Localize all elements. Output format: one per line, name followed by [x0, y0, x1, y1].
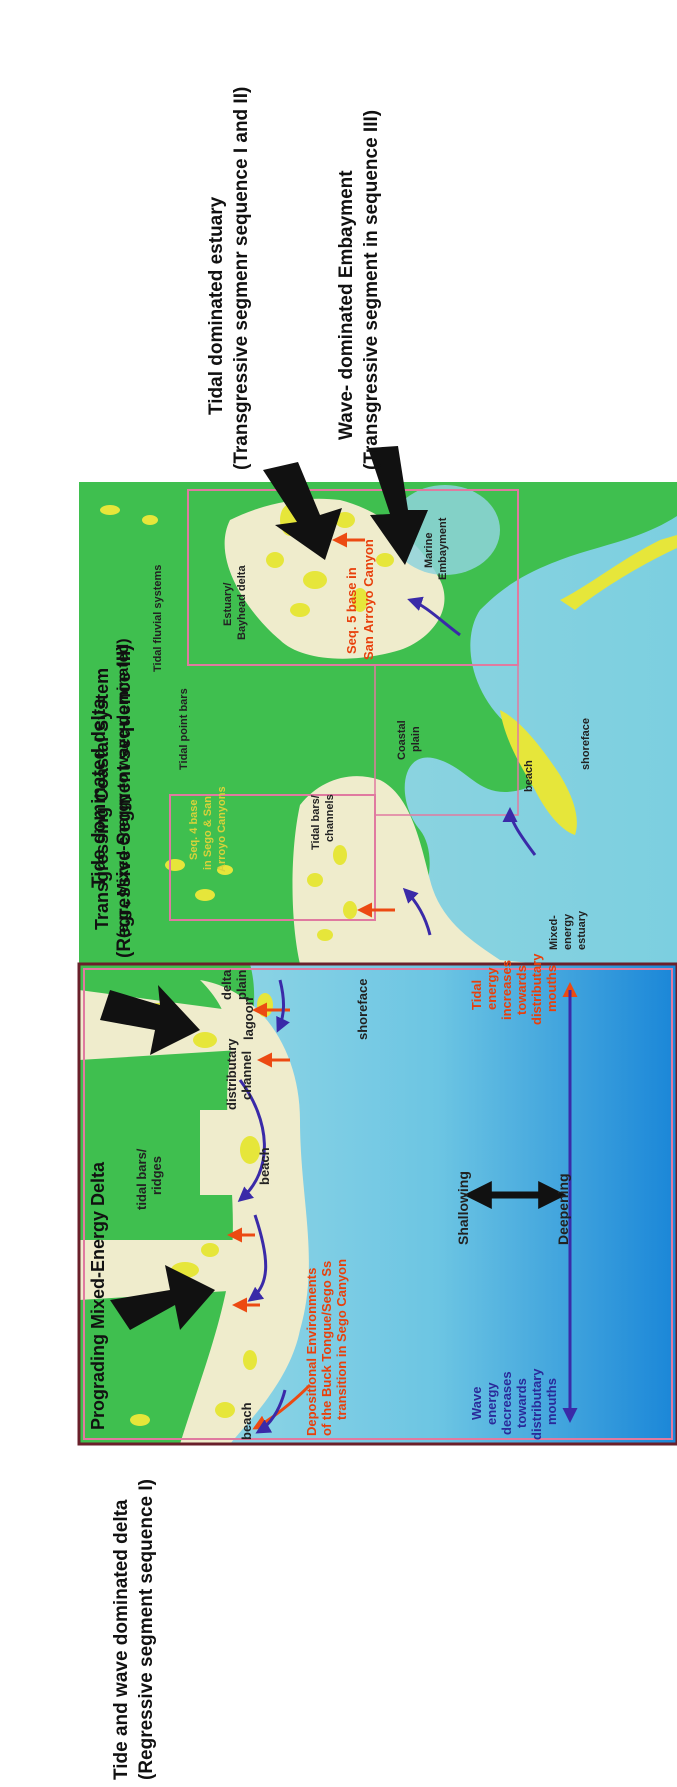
lower-panel — [77, 962, 677, 1446]
label-estuary-bayhead-2: Bayhead delta — [236, 565, 248, 640]
label-seq4-2: in Sego & San — [202, 796, 214, 870]
upper-frame-seq5 — [187, 489, 519, 666]
label-coastal-2: plain — [410, 726, 422, 752]
label-seq5-2: San Arroyo Canyon — [361, 539, 376, 660]
upper-estuary-sand-2 — [292, 776, 540, 964]
label-tidal-point-bars: Tidal point bars — [178, 688, 190, 770]
pointer-arrow-tidal-estuary — [263, 462, 342, 560]
label-tidal-energy-3: increases — [499, 960, 514, 1020]
label-wave-energy-2: energy — [484, 1382, 499, 1425]
pointer-arrows — [100, 446, 428, 1330]
pointer-arrow-wave-embayment — [368, 446, 428, 565]
upper-panel-subtitle: (e.g., Mixed-energy to wave-dominated) — [115, 638, 132, 938]
label-tidal-bars-ridges-2: ridges — [149, 1155, 164, 1195]
label-depositional-2: of the Buck Tongue/Sego Ss — [319, 1260, 334, 1436]
label-estuary-bayhead-1: Estuary/ — [222, 582, 234, 626]
label-wave-energy-1: Wave — [469, 1386, 484, 1420]
label-beach-low: beach — [239, 1402, 254, 1440]
upper-blue-arrow-1 — [407, 596, 461, 637]
label-seq5-1: Seq. 5 base in — [344, 567, 359, 654]
lower-panel-title: Prograding Mixed-Energy Delta — [88, 1161, 108, 1430]
label-marine-1: Marine — [423, 532, 435, 568]
label-shallowing: Shallowing — [455, 1171, 471, 1245]
label-marine-2: Embayment — [437, 517, 449, 580]
label-tidal-energy-2: energy — [484, 967, 499, 1010]
lower-blue-arrow-1 — [276, 979, 290, 1033]
label-tidal-energy-5: distributary — [529, 953, 544, 1025]
lower-blue-arrow-3 — [247, 1214, 268, 1302]
label-wave-energy-3: decreases — [499, 1371, 514, 1435]
lower-frame-inner — [83, 968, 673, 1440]
upper-panel — [79, 482, 677, 964]
label-tide-wave-delta-sub: (Regressive segment sequence I) — [136, 1479, 157, 1780]
label-lagoon: lagoon — [241, 997, 256, 1040]
upper-frame-connector — [374, 664, 519, 816]
label-mixed-1: Mixed- — [548, 915, 560, 950]
upper-frame-seq4 — [169, 794, 376, 921]
label-depositional-3: transition in Sego Canyon — [334, 1258, 349, 1420]
marine-embayment-shape — [390, 485, 500, 575]
lower-panel-land — [79, 964, 265, 1444]
label-tidal-estuary-sub: (Transgressive segmenr sequence I and II… — [231, 86, 252, 470]
label-lower-shoreface: shoreface — [355, 978, 370, 1040]
label-upper-shoreface: shoreface — [580, 718, 592, 770]
upper-blue-arrow-3 — [402, 887, 432, 936]
label-tidal-estuary: Tidal dominated estuary — [206, 196, 227, 415]
label-beach-mid: beach — [257, 1147, 272, 1185]
label-delta-plain-2: plain — [234, 969, 249, 1000]
label-distributary-2: channel — [239, 1050, 254, 1100]
label-wave-embayment: Wave- dominated Embayment — [336, 170, 357, 440]
label-mixed-2: energy — [562, 913, 574, 950]
lower-frame — [77, 962, 677, 1446]
upper-panel-title: Transgressing Coastal System — [92, 667, 112, 930]
label-tidal-energy-1: Tidal — [469, 979, 484, 1010]
label-wave-energy-5: distributary — [529, 1368, 544, 1440]
lower-blue-arrow-2 — [237, 1079, 266, 1202]
upper-blue-arrow-2 — [502, 807, 537, 856]
label-wave-energy-4: towards — [514, 1378, 529, 1428]
label-deepening: Deepening — [555, 1173, 571, 1245]
label-tidal-fluvial: Tidal fluvial systems — [152, 564, 164, 672]
upper-beach-stripe — [500, 710, 577, 835]
label-wave-energy-6: mouths — [544, 1378, 559, 1425]
label-tidal-bars-channels-1: Tidal bars/ — [310, 795, 322, 850]
label-tide-wave-delta: Tide and wave dominated delta — [111, 1499, 132, 1781]
upper-beach-stripe-2 — [560, 535, 677, 610]
label-depositional-1: Depositional Environments — [304, 1267, 319, 1436]
label-mixed-3: estuary — [576, 910, 588, 950]
label-distributary-1: distributary — [224, 1038, 239, 1110]
label-tidal-bars-ridges-1: tidal bars/ — [134, 1148, 149, 1210]
label-tidal-energy-6: mouths — [544, 965, 559, 1012]
pointer-arrow-lower-top — [100, 985, 200, 1055]
lower-delta-front — [180, 980, 309, 1444]
label-tidal-energy-4: towards — [514, 965, 529, 1015]
lower-blue-arrow-4 — [255, 1389, 287, 1434]
label-seq4-1: Seq. 4 base — [188, 799, 200, 860]
label-wave-embayment-sub: (Transgressive segment in sequence III) — [361, 109, 382, 470]
label-tidal-bars-channels-2: channels — [324, 794, 336, 842]
label-upper-beach: beach — [523, 760, 535, 792]
label-coastal-1: Coastal — [396, 720, 408, 760]
label-delta-plain-1: delta — [219, 969, 234, 1000]
upper-panel-land — [79, 482, 677, 964]
label-seq4-3: Arroyo Canyons — [216, 786, 228, 872]
pointer-arrow-lower-bottom — [110, 1265, 215, 1330]
